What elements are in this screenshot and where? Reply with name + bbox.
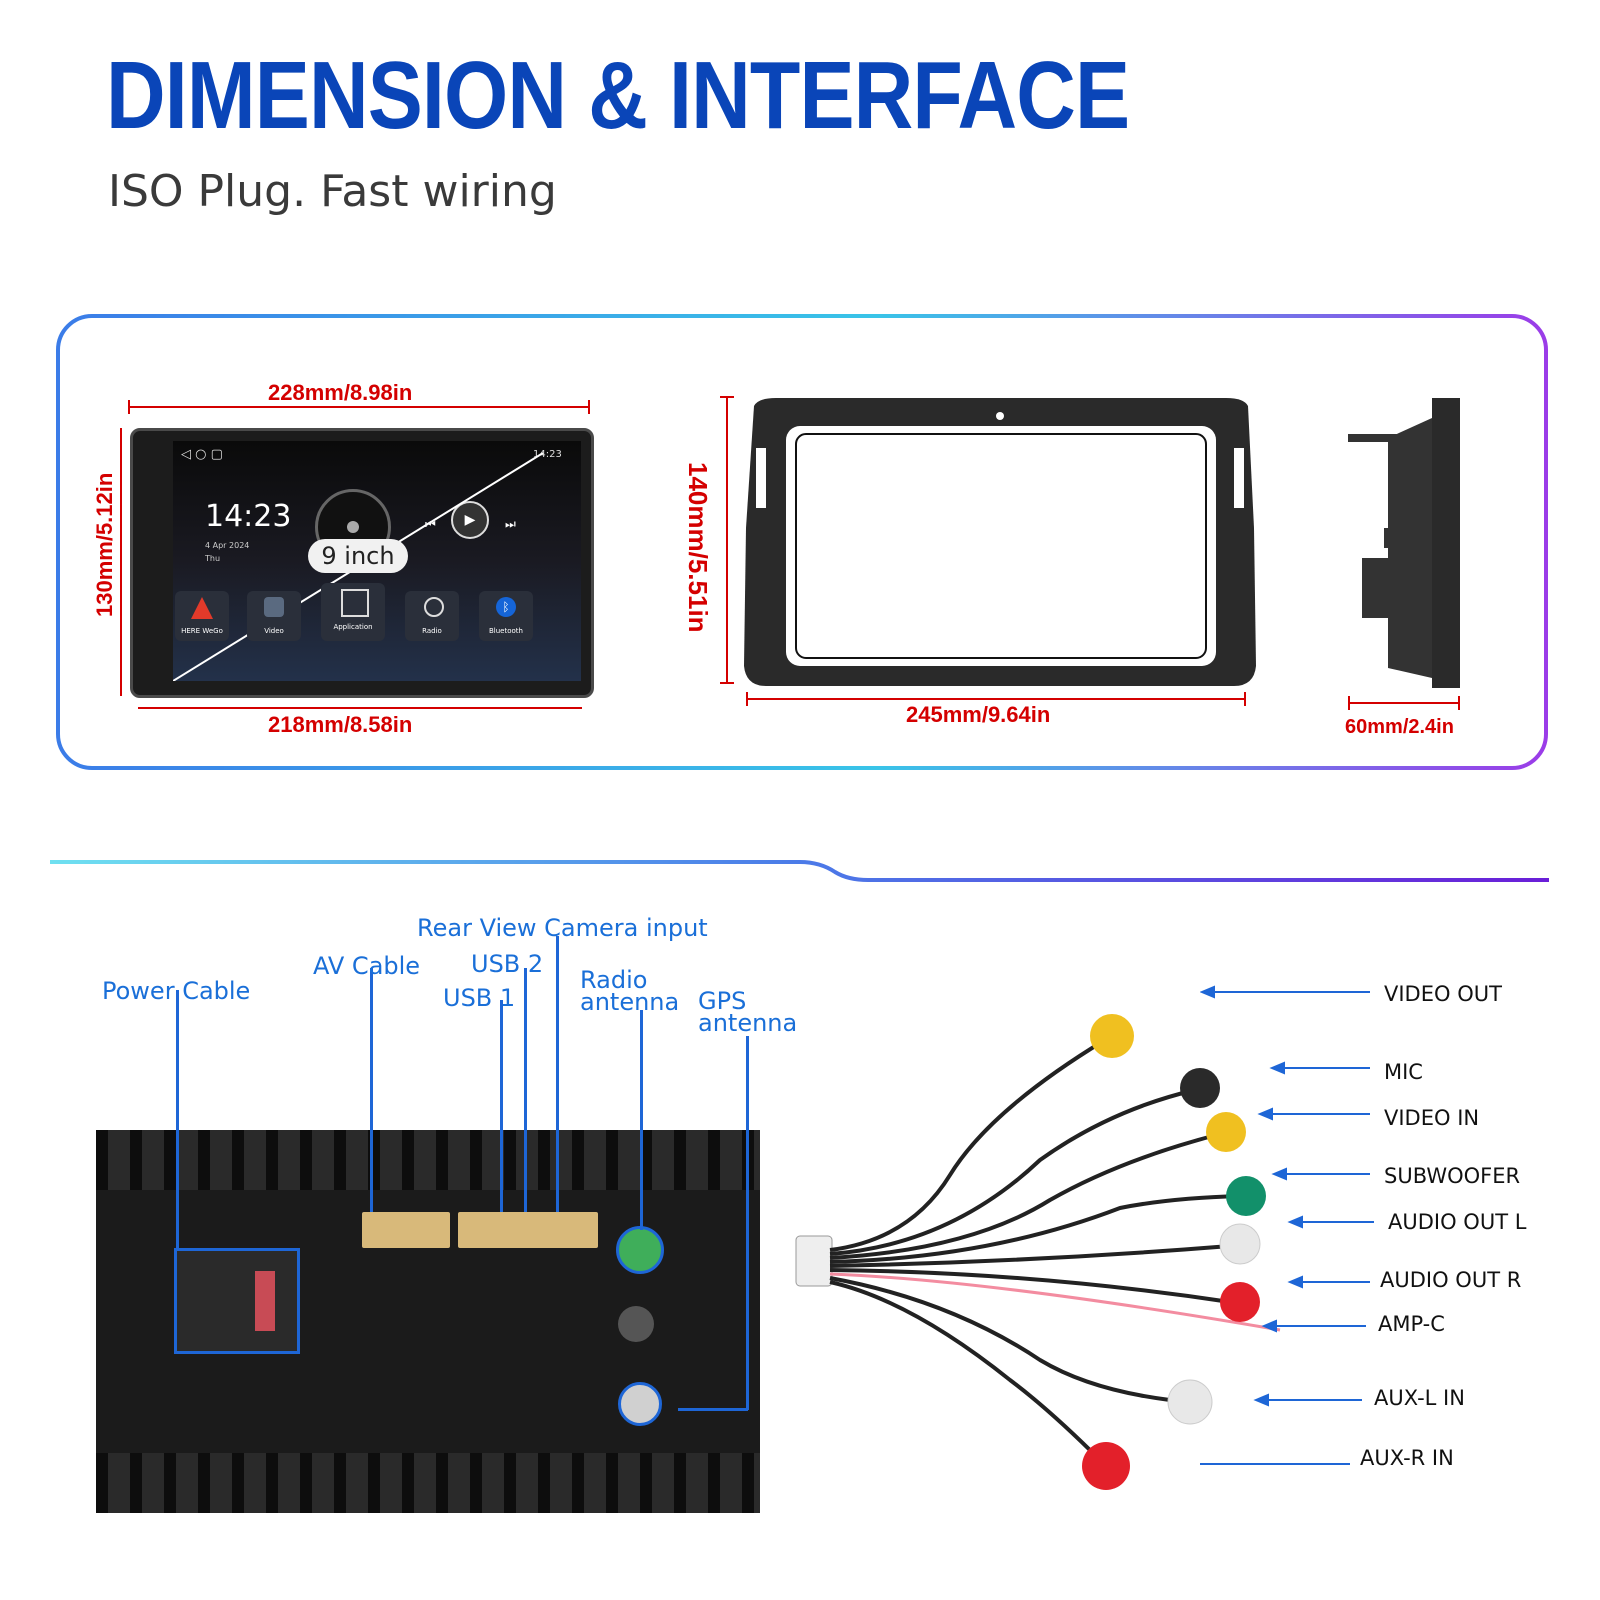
radio-antenna-port bbox=[616, 1226, 664, 1274]
harness-leaders bbox=[1200, 985, 1374, 1465]
app-tile: Video bbox=[247, 591, 301, 641]
app-label: Video bbox=[264, 627, 284, 635]
clock: 14:23 bbox=[205, 499, 292, 534]
harness-label-audio-out-l: AUDIO OUT L bbox=[1388, 1210, 1527, 1234]
apps-grid-icon bbox=[341, 589, 369, 617]
bluetooth-icon: ᛒ bbox=[496, 597, 516, 617]
frame-height-line bbox=[726, 396, 728, 684]
screen-height-line bbox=[120, 428, 122, 696]
usb1-leader bbox=[500, 1000, 503, 1212]
harness-label-audio-out-r: AUDIO OUT R bbox=[1380, 1268, 1522, 1292]
aux-l-in-plug bbox=[1167, 1379, 1213, 1425]
app-row: HERE WeGo Video Application Radio ᛒ Blue… bbox=[173, 583, 581, 651]
harness-label-aux-r-in: AUX-R IN bbox=[1360, 1446, 1454, 1470]
dim-tick bbox=[1244, 692, 1246, 706]
harness-label-aux-l-in: AUX-L IN bbox=[1374, 1386, 1465, 1410]
av-cable-leader bbox=[370, 968, 373, 1212]
audio-out-l-plug bbox=[1219, 1223, 1261, 1265]
vent-row bbox=[96, 1453, 760, 1513]
frame-width-line bbox=[746, 698, 1246, 700]
screen-display: ◁ ○ ▢ 14:23 14:23 4 Apr 2024 Thu ⏮ ▶ ⏭ 9… bbox=[173, 441, 581, 681]
screen-bottom-width-label: 218mm/8.58in bbox=[268, 712, 413, 737]
play-icon: ▶ bbox=[451, 501, 489, 539]
dimension-panel-border bbox=[56, 314, 1548, 770]
frame-width-label: 245mm/9.64in bbox=[906, 702, 1051, 727]
weekday: Thu bbox=[205, 554, 221, 563]
frame-height-label: 140mm/5.51in bbox=[683, 461, 713, 633]
video-icon bbox=[264, 597, 284, 617]
next-track-icon: ⏭ bbox=[505, 517, 516, 531]
screw-icon bbox=[618, 1306, 654, 1342]
dim-tick bbox=[746, 692, 748, 706]
callout-radio-antenna: Radio antenna bbox=[580, 966, 680, 1016]
frame-side-profile bbox=[1348, 398, 1460, 688]
usb-camera-connector bbox=[458, 1212, 598, 1248]
app-tile: Application bbox=[321, 583, 385, 641]
back-panel-photo bbox=[96, 1130, 760, 1513]
mounting-frame bbox=[744, 398, 1256, 686]
callout-av-cable: AV Cable bbox=[313, 952, 421, 980]
date: 4 Apr 2024 bbox=[205, 541, 250, 550]
frame-depth-line bbox=[1348, 702, 1460, 704]
dim-tick bbox=[588, 400, 590, 414]
radio-antenna-leader bbox=[640, 1010, 643, 1230]
harness-label-subwoofer: SUBWOOFER bbox=[1384, 1164, 1521, 1188]
navigation-arrow-icon bbox=[191, 597, 213, 619]
dim-tick bbox=[1458, 696, 1460, 710]
gps-antenna-leader-v bbox=[746, 1036, 749, 1410]
usb2-leader bbox=[524, 968, 527, 1212]
app-tile: Radio bbox=[405, 591, 459, 641]
dim-tick bbox=[720, 396, 734, 398]
gps-antenna-leader-h bbox=[678, 1408, 748, 1411]
app-label: HERE WeGo bbox=[181, 627, 223, 635]
harness-label-video-out: VIDEO OUT bbox=[1384, 982, 1502, 1006]
app-label: Application bbox=[333, 623, 373, 631]
video-in-plug bbox=[1206, 1112, 1246, 1152]
callout-gps-antenna: GPS antenna bbox=[698, 987, 798, 1037]
aux-r-in-plug bbox=[1082, 1442, 1130, 1490]
power-connector bbox=[174, 1248, 300, 1354]
vent-row bbox=[96, 1130, 760, 1190]
dim-tick bbox=[720, 682, 734, 684]
head-unit-screen: ◁ ○ ▢ 14:23 14:23 4 Apr 2024 Thu ⏮ ▶ ⏭ 9… bbox=[130, 428, 594, 698]
callout-usb1: USB 1 bbox=[443, 984, 516, 1012]
dim-tick bbox=[128, 400, 130, 414]
frame-depth-label: 60mm/2.4in bbox=[1345, 716, 1454, 738]
mic-plug bbox=[1180, 1068, 1220, 1108]
harness-label-mic: MIC bbox=[1384, 1060, 1423, 1084]
screen-top-width-label: 228mm/8.98in bbox=[268, 380, 413, 405]
app-label: Bluetooth bbox=[489, 627, 523, 635]
screen-bottom-width-line bbox=[138, 707, 582, 709]
app-tile: ᛒ Bluetooth bbox=[479, 591, 533, 641]
app-tile: HERE WeGo bbox=[175, 591, 229, 641]
section-divider-line bbox=[50, 860, 1549, 882]
video-out-plug bbox=[1090, 1014, 1134, 1058]
status-time: 14:23 bbox=[533, 449, 562, 460]
audio-out-r-plug bbox=[1220, 1282, 1260, 1322]
prev-track-icon: ⏮ bbox=[425, 517, 436, 531]
screen-top-width-line bbox=[130, 406, 590, 408]
harness-label-video-in: VIDEO IN bbox=[1384, 1106, 1480, 1130]
power-cable-leader bbox=[176, 990, 179, 1248]
callout-usb2: USB 2 bbox=[471, 950, 544, 978]
av-connector bbox=[362, 1212, 450, 1248]
subtitle: ISO Plug. Fast wiring bbox=[108, 166, 557, 217]
screen-size-badge: 9 inch bbox=[308, 539, 408, 573]
app-label: Radio bbox=[422, 627, 442, 635]
screen-height-label: 130mm/5.12in bbox=[92, 472, 117, 618]
av-harness bbox=[795, 1014, 1281, 1490]
nav-bar-icons: ◁ ○ ▢ bbox=[181, 447, 223, 462]
gps-antenna-port bbox=[618, 1382, 662, 1426]
subwoofer-plug bbox=[1226, 1176, 1266, 1216]
camera-input-leader bbox=[556, 936, 559, 1212]
harness-label-amp-c: AMP-C bbox=[1378, 1312, 1445, 1336]
dim-tick bbox=[1348, 696, 1350, 710]
radio-icon bbox=[424, 597, 444, 617]
callout-power-cable: Power Cable bbox=[102, 977, 251, 1005]
callout-camera-input: Rear View Camera input bbox=[417, 914, 708, 942]
main-title: DIMENSION & INTERFACE bbox=[106, 42, 1130, 149]
